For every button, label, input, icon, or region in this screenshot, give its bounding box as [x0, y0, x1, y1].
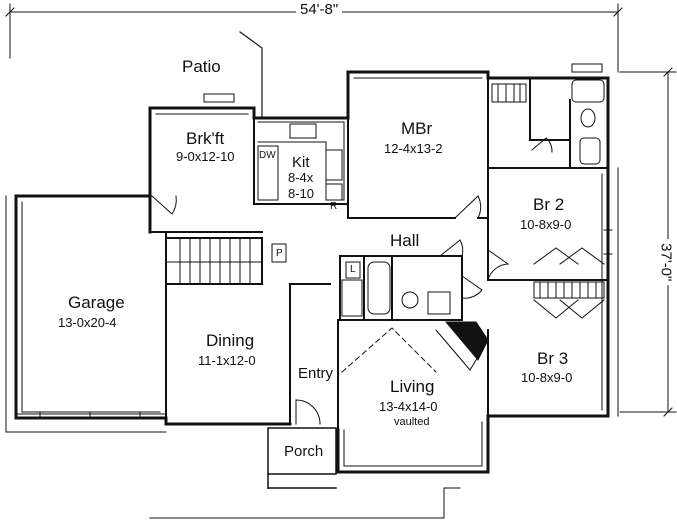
site-line: [149, 487, 461, 519]
porch: [267, 427, 337, 489]
room-kitchen-size-line1: 8-4x: [288, 170, 314, 185]
room-entry-name: Entry: [298, 365, 334, 382]
stairs: [165, 237, 263, 285]
room-br3-size: 10-8x9-0: [521, 370, 573, 385]
room-living-note: vaulted: [394, 416, 430, 428]
room-living-name: Living: [390, 377, 435, 396]
room-living-size: 13-4x14-0: [379, 399, 438, 414]
refrigerator-label: R: [330, 201, 338, 212]
room-hall-name: Hall: [390, 231, 420, 250]
room-br3-name: Br 3: [537, 349, 569, 368]
exterior-wall-inner: [5, 77, 619, 467]
kitchen-counters: [257, 121, 345, 201]
door-swings: [151, 137, 553, 425]
room-brkfst-size: 9-0x12-10: [176, 149, 235, 164]
exterior-walls: [14, 70, 610, 474]
laundry-label: L: [350, 264, 356, 275]
room-patio-name: Patio: [182, 57, 221, 76]
garage-door: [15, 411, 167, 419]
fireplace: [435, 321, 489, 371]
window-marks: [203, 63, 613, 255]
pantry-label: P: [276, 248, 283, 259]
room-brkfst-name: Brk'ft: [186, 129, 225, 148]
master-bath-fixtures: [571, 79, 605, 165]
room-dining-size: 11-1x12-0: [198, 353, 256, 368]
room-mbr-size: 12-4x13-2: [384, 141, 443, 156]
patio-edge: [239, 31, 263, 119]
room-garage-size: 13-0x20-4: [58, 315, 117, 330]
room-br2-size: 10-8x9-0: [520, 217, 572, 232]
room-porch-name: Porch: [284, 443, 324, 460]
room-dining-name: Dining: [206, 331, 255, 350]
room-kitchen-name: Kit: [292, 154, 310, 171]
overall-depth-label: 37'-0": [656, 239, 674, 286]
interior-walls: [149, 77, 609, 431]
room-kitchen-size-line2: 8-10: [288, 186, 315, 201]
overall-width-label: 54'-8": [296, 1, 343, 19]
room-br2-name: Br 2: [533, 195, 565, 214]
vaulted-ceiling-outline: [341, 327, 437, 373]
room-garage-name: Garage: [68, 293, 125, 312]
fixture-boxes: [271, 243, 361, 279]
hall-bath-fixtures: [341, 261, 451, 317]
closet-shelving: [491, 83, 605, 319]
room-mbr-name: MBr: [401, 119, 433, 138]
dishwasher-label: DW: [259, 150, 276, 161]
